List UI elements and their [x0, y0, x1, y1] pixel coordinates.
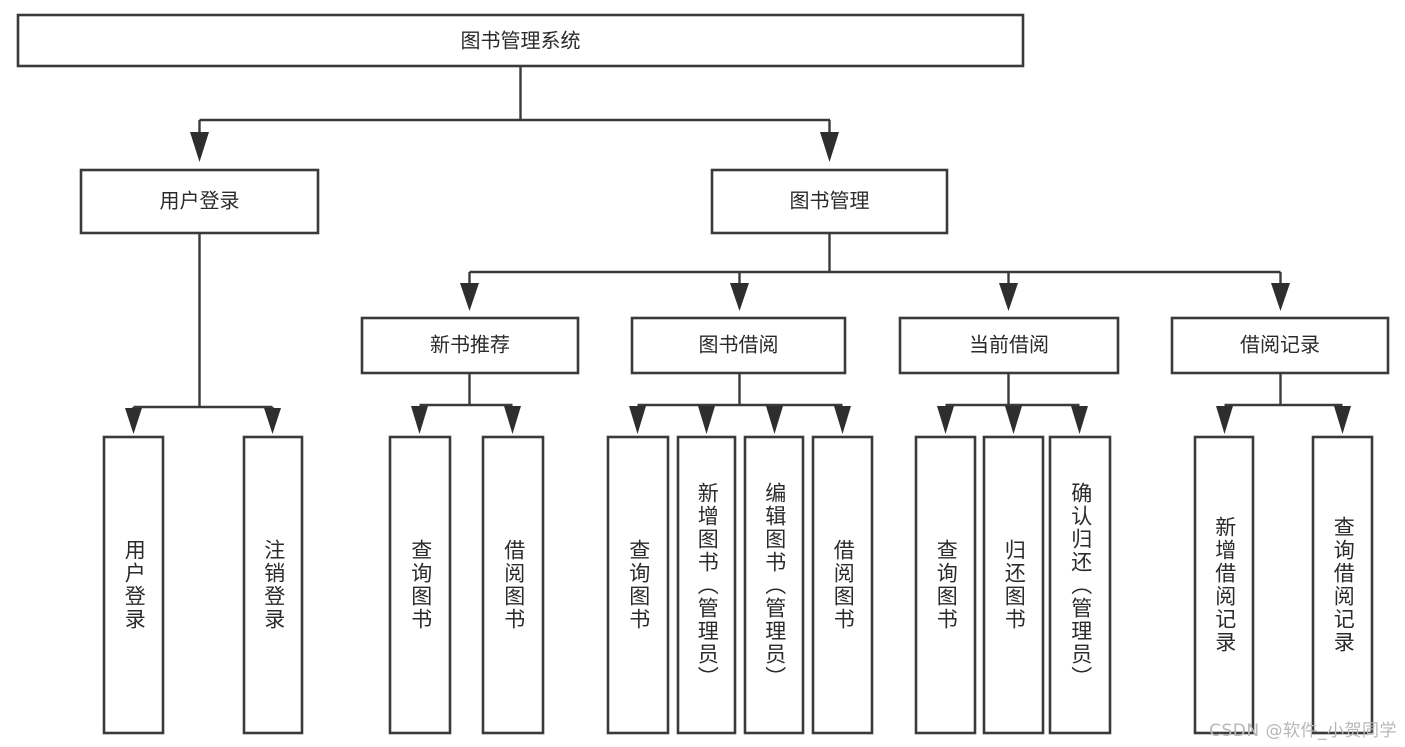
arrowhead-new-book-rec — [460, 283, 479, 311]
csdn-watermark: CSDN @软件_小贺同学 — [1209, 721, 1397, 741]
node-root-system[interactable]: 图书管理系统 — [16, 13, 1025, 68]
leaf-box-7[interactable] — [811, 435, 874, 735]
new-book-recommend-label: 新书推荐 — [430, 333, 510, 357]
connectors-userlogin-to-leaves — [125, 233, 281, 434]
leaf-box-10[interactable] — [1048, 435, 1112, 735]
arrowhead-current-borrow — [999, 283, 1018, 311]
arrowhead-bookborrow-leaf-1 — [629, 406, 646, 434]
root-box[interactable] — [16, 13, 1025, 68]
arrowhead-leaf-logout — [264, 408, 281, 434]
node-book-management[interactable]: 图书管理 — [710, 168, 949, 235]
new-book-recommend-box[interactable] — [360, 316, 580, 375]
connectors-currentborrow-to-leaves — [937, 373, 1088, 434]
leaf-box-6[interactable] — [743, 435, 805, 735]
leaf-box-0[interactable] — [102, 435, 165, 735]
arrowhead-currentborrow-leaf-2 — [1005, 406, 1022, 434]
connectors-borrowrecord-to-leaves — [1216, 373, 1351, 434]
leaf-box-3[interactable] — [481, 435, 545, 735]
connectors-bookborrow-to-leaves — [629, 373, 851, 434]
connectors-bookmgmt-to-level3 — [460, 233, 1290, 311]
arrowhead-borrowrecord-leaf-1 — [1216, 406, 1233, 434]
node-user-login[interactable]: 用户登录 — [79, 168, 320, 235]
arrowhead-newbook-leaf-1 — [411, 406, 428, 434]
leaf-box-1[interactable] — [242, 435, 304, 735]
arrowhead-leaf-user-login — [125, 408, 142, 434]
arrowhead-bookborrow-leaf-4 — [834, 406, 851, 434]
borrow-record-label: 借阅记录 — [1240, 333, 1320, 357]
connectors-root-to-level2 — [190, 66, 839, 162]
leaf-box-8[interactable] — [914, 435, 977, 735]
root-label: 图书管理系统 — [461, 29, 581, 53]
arrowhead-bookborrow-leaf-3 — [766, 406, 783, 434]
leaf-box-5[interactable] — [676, 435, 737, 735]
arrowhead-user-login — [190, 132, 209, 162]
leaf-boxes — [102, 435, 1374, 735]
current-borrow-box[interactable] — [898, 316, 1120, 375]
arrowhead-newbook-leaf-2 — [504, 406, 521, 434]
arrowhead-bookborrow-leaf-2 — [698, 406, 715, 434]
borrow-record-box[interactable] — [1170, 316, 1390, 375]
user-login-box[interactable] — [79, 168, 320, 235]
node-current-borrow[interactable]: 当前借阅 — [898, 316, 1120, 375]
user-login-label: 用户登录 — [160, 189, 240, 213]
node-new-book-recommend[interactable]: 新书推荐 — [360, 316, 580, 375]
node-book-borrow[interactable]: 图书借阅 — [630, 316, 847, 375]
arrowhead-book-mgmt — [820, 132, 839, 162]
book-management-label: 图书管理 — [790, 189, 870, 213]
book-borrow-label: 图书借阅 — [699, 333, 779, 357]
arrowhead-currentborrow-leaf-3 — [1071, 406, 1088, 434]
arrowhead-currentborrow-leaf-1 — [937, 406, 954, 434]
book-borrow-box[interactable] — [630, 316, 847, 375]
leaf-box-2[interactable] — [388, 435, 452, 735]
node-borrow-record[interactable]: 借阅记录 — [1170, 316, 1390, 375]
current-borrow-label: 当前借阅 — [969, 333, 1049, 357]
arrowhead-book-borrow — [730, 283, 749, 311]
leaf-box-9[interactable] — [982, 435, 1045, 735]
arrowhead-borrowrecord-leaf-2 — [1334, 406, 1351, 434]
arrowhead-borrow-record — [1271, 283, 1290, 311]
book-management-box[interactable] — [710, 168, 949, 235]
leaf-box-12[interactable] — [1311, 435, 1374, 735]
leaf-box-4[interactable] — [606, 435, 670, 735]
leaf-box-11[interactable] — [1193, 435, 1255, 735]
connectors-newbook-to-leaves — [411, 373, 521, 434]
